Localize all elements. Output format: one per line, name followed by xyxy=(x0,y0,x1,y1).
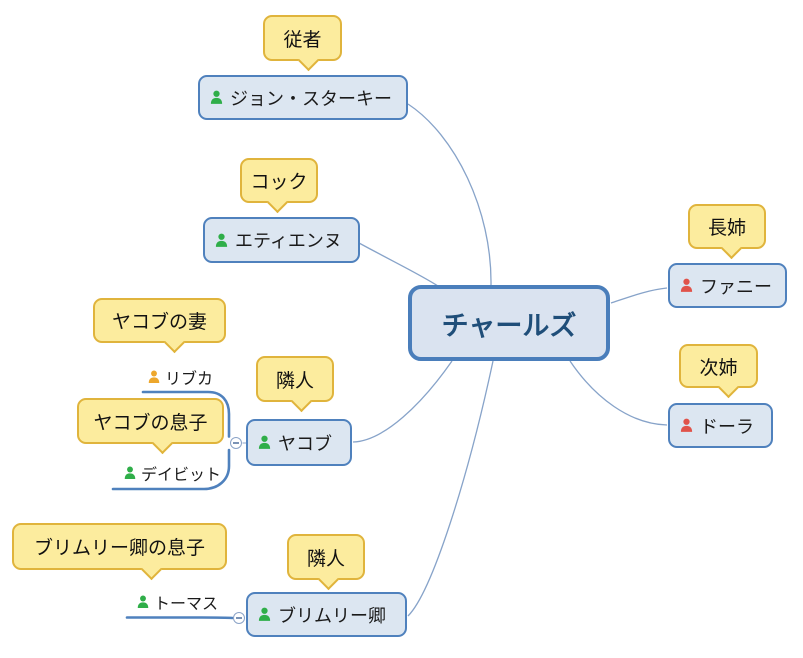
node-rivka-label: リブカ xyxy=(165,369,214,388)
callout-cook[interactable]: コック xyxy=(240,158,318,213)
callout-second-sister[interactable]: 次姉 xyxy=(679,344,758,398)
node-jacob[interactable]: ヤコブ xyxy=(246,419,352,466)
connector-charles-dora xyxy=(569,360,668,426)
person-icon xyxy=(680,418,693,432)
minus-icon xyxy=(236,617,242,619)
person-icon xyxy=(258,435,271,449)
callout-neighbor-jacob-label: 隣人 xyxy=(275,369,314,392)
node-fanny[interactable]: ファニー xyxy=(668,263,787,308)
callout-eldest-sister[interactable]: 長姉 xyxy=(688,204,766,259)
node-brimley-label: ブリムリー卿 xyxy=(278,605,386,627)
node-charles-label: チャールズ xyxy=(441,310,577,342)
connector-charles-etienne xyxy=(358,242,439,287)
callout-jacobs-son[interactable]: ヤコブの息子 xyxy=(77,398,224,454)
node-john-starkey[interactable]: ジョン・スターキー xyxy=(198,75,408,120)
callout-jacobs-wife-label: ヤコブの妻 xyxy=(111,311,207,333)
underline-rivka xyxy=(141,390,231,438)
connector-charles-fanny xyxy=(610,287,668,304)
person-icon xyxy=(137,595,149,608)
node-thomas-label: トーマス xyxy=(154,594,219,613)
node-etienne-label: エティエンヌ xyxy=(235,231,342,252)
underline-david xyxy=(111,448,231,491)
node-fanny-label: ファニー xyxy=(700,276,772,298)
callout-neighbor-brimley-label: 隣人 xyxy=(306,547,345,570)
callout-jacobs-wife[interactable]: ヤコブの妻 xyxy=(93,298,226,353)
callout-brimleys-son-label: ブリムリー卿の息子 xyxy=(33,537,205,559)
person-icon xyxy=(215,233,228,247)
person-icon xyxy=(680,278,693,292)
collapse-toggle-brimley[interactable] xyxy=(233,612,245,624)
callout-neighbor-jacob[interactable]: 隣人 xyxy=(256,356,334,412)
node-brimley[interactable]: ブリムリー卿 xyxy=(246,592,407,637)
node-david[interactable]: デイビット xyxy=(123,461,221,485)
callout-servant[interactable]: 従者 xyxy=(263,15,342,71)
underline-thomas xyxy=(125,616,234,620)
node-jacob-label: ヤコブ xyxy=(278,433,332,455)
connector-charles-john-starkey xyxy=(407,103,492,286)
person-icon xyxy=(258,607,271,621)
connector-charles-brimley xyxy=(407,360,494,617)
callout-jacobs-son-label: ヤコブの息子 xyxy=(93,411,208,434)
person-icon xyxy=(148,370,160,383)
node-charles[interactable]: チャールズ xyxy=(408,285,610,361)
node-thomas[interactable]: トーマス xyxy=(136,590,218,614)
callout-second-sister-label: 次姉 xyxy=(699,356,738,379)
person-icon xyxy=(124,466,136,479)
callout-eldest-sister-label: 長姉 xyxy=(707,217,746,239)
node-rivka[interactable]: リブカ xyxy=(147,365,213,389)
callout-servant-label: 従者 xyxy=(283,28,322,51)
minus-icon xyxy=(233,442,239,444)
node-etienne[interactable]: エティエンヌ xyxy=(203,217,360,263)
node-john-starkey-label: ジョン・スターキー xyxy=(230,88,392,110)
node-dora-label: ドーラ xyxy=(700,416,754,438)
person-icon xyxy=(210,90,223,104)
callout-neighbor-brimley[interactable]: 隣人 xyxy=(287,534,365,590)
callout-brimleys-son[interactable]: ブリムリー卿の息子 xyxy=(12,523,227,580)
callout-cook-label: コック xyxy=(250,171,308,193)
connector-charles-jacob xyxy=(352,360,453,443)
node-david-label: デイビット xyxy=(141,465,222,484)
collapse-toggle-jacob[interactable] xyxy=(230,437,242,449)
node-dora[interactable]: ドーラ xyxy=(668,403,773,448)
